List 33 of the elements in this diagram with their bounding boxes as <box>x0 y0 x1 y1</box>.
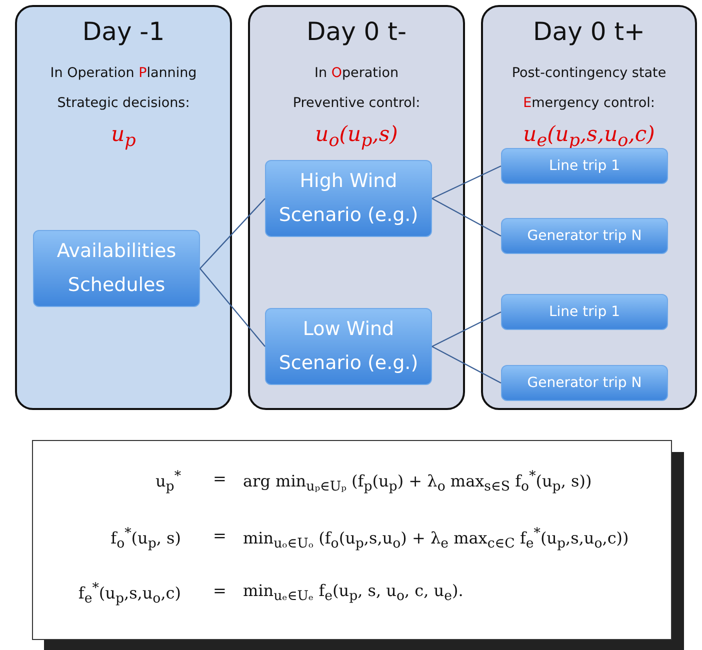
connector-line <box>200 198 266 269</box>
connector-line <box>432 311 502 348</box>
equals-sign: = <box>213 469 226 488</box>
scenario-box: Line trip 1 <box>501 294 668 330</box>
equation-term: min$_{uₑ∈Uₑ}$ f$_{e}$(u$_{p}$, s, u$_{o}$, c, u$_{e}$). <box>243 581 464 604</box>
scenario-box: High Wind Scenario (e.g.) <box>265 160 432 237</box>
subtitle: Emergency control: <box>523 95 655 111</box>
equals-sign: = <box>213 526 226 545</box>
subtitle: Post-contingency state <box>512 65 666 81</box>
equation-term: f$_{o}$$^{*}$(u$_{p}$, s) <box>110 526 181 552</box>
heading: Day -1 <box>82 17 165 46</box>
connector-line <box>432 198 502 237</box>
stage-panel <box>15 5 232 410</box>
connector-line <box>432 165 502 200</box>
subtitle: Preventive control: <box>292 95 420 111</box>
heading: Day 0 t- <box>306 17 406 46</box>
scenario-box: Generator trip N <box>501 365 668 401</box>
scenario-box: Generator trip N <box>501 218 668 254</box>
connector-line <box>200 268 266 347</box>
scenario-box: Low Wind Scenario (e.g.) <box>265 308 432 385</box>
connector-line <box>432 346 502 384</box>
heading: Day 0 t+ <box>533 17 645 46</box>
scenario-box: Availabilities Schedules <box>33 230 200 307</box>
equation-term: f$_{e}$$^{*}$(u$_{p}$,s,u$_{o}$,c) <box>78 581 181 607</box>
stage-panel <box>481 5 697 410</box>
equation-term: arg min$_{uₚ∈Uₚ}$ (f$_{p}$(u$_{p}$) + λ$_{o}$ max$_{s∈S}$ f$_{o}$$^{*}$(u$_{p}$, s)) <box>243 469 592 495</box>
subtitle: Strategic decisions: <box>57 95 190 111</box>
scenario-box: Line trip 1 <box>501 148 668 184</box>
subtitle: In Operation Planning <box>50 65 197 81</box>
stage-panel <box>248 5 465 410</box>
equation-term: min$_{uₒ∈Uₒ}$ (f$_{o}$(u$_{p}$,s,u$_{o}$) + λ$_{e}$ max$_{c∈C}$ f$_{e}$$^{*}$(u$_{p}$,s,u$_{o}$,c)) <box>243 526 629 552</box>
equals-sign: = <box>213 581 226 600</box>
subtitle: In Operation <box>314 65 399 81</box>
